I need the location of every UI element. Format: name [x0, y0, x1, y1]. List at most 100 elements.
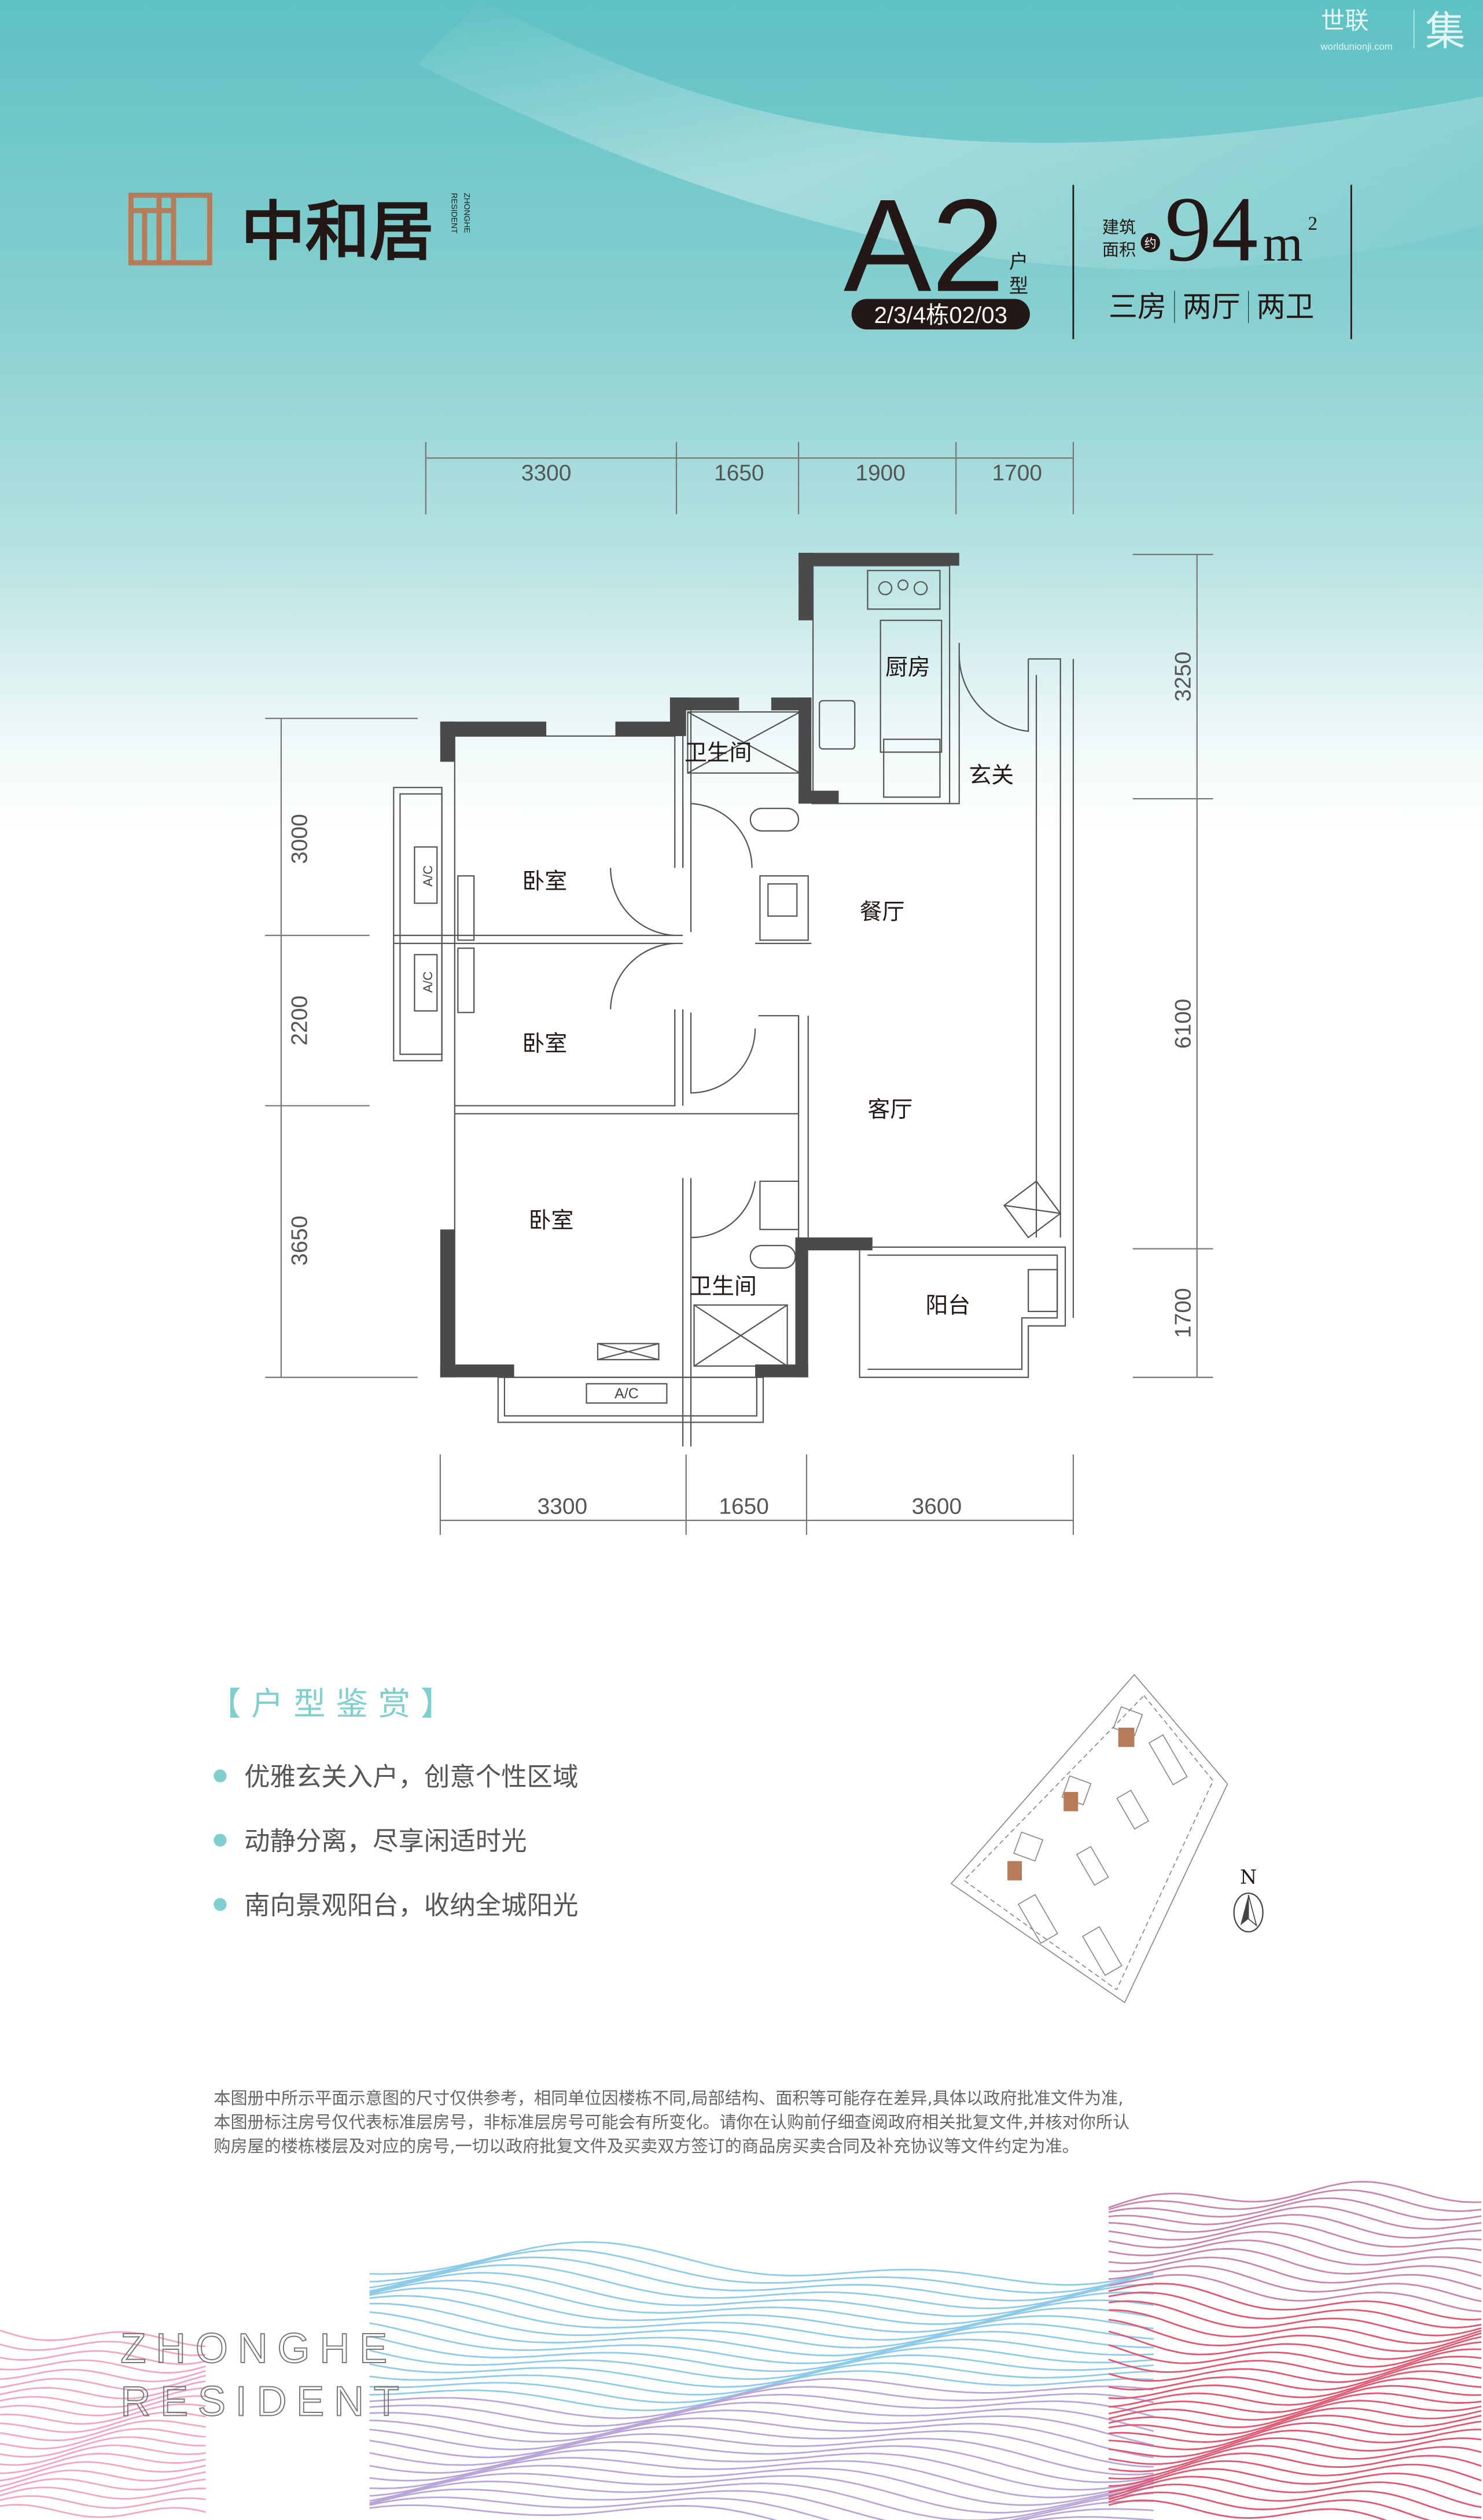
feature-item: 动静分离，尽享闲适时光	[244, 1827, 527, 1856]
wave-line	[0, 2461, 206, 2482]
area-value: 94	[1165, 177, 1258, 281]
wave-line	[369, 2295, 1154, 2341]
wave-line	[369, 2338, 1154, 2380]
room-label-kitchen: 厨房	[885, 655, 930, 681]
room-label-bedroom: 卧室	[522, 869, 567, 895]
project-name-en-vertical: ZHONGHE RESIDENT	[450, 193, 472, 234]
area-label-line2: 面积	[1102, 240, 1136, 260]
dim-label: 3300	[538, 1494, 587, 1519]
wave-line	[1108, 2407, 1482, 2435]
wave-line	[0, 2350, 206, 2365]
wave-line	[1108, 2363, 1482, 2391]
wave-line	[1108, 2300, 1482, 2337]
wave-line	[1108, 2348, 1482, 2376]
wave-line	[0, 2368, 206, 2383]
footer-name-line2: RESIDENT	[120, 2379, 409, 2425]
dim-label: 3650	[287, 1215, 312, 1265]
wave-line	[1108, 2274, 1482, 2312]
wave-line	[1108, 2499, 1388, 2520]
wave-line	[1108, 2484, 1482, 2519]
wave-line	[0, 2436, 206, 2458]
area-unit: m	[1263, 215, 1303, 272]
wave-line	[1108, 2256, 1482, 2290]
wave-line	[1108, 2330, 1482, 2360]
wave-line	[1108, 2265, 1482, 2302]
dimension-top: 3300 1650 1900 1700	[425, 442, 1074, 515]
wave-line	[1108, 2420, 1482, 2451]
wave-line	[1108, 2437, 1482, 2465]
room-count: 三房	[1109, 290, 1166, 324]
wave-line	[0, 2380, 206, 2400]
wave-line	[369, 2449, 1154, 2491]
wave-line	[369, 2241, 1154, 2286]
wave-line	[0, 2411, 206, 2433]
wave-line	[369, 2394, 1154, 2435]
brand-logo[interactable]: 世联 worldunionji.com 集	[1320, 6, 1466, 55]
wave-line	[0, 2486, 206, 2500]
structural-walls	[440, 553, 959, 1377]
wave-line	[0, 2504, 206, 2518]
wave-line	[1108, 2385, 1482, 2415]
wave-line	[1108, 2214, 1482, 2239]
bath-count: 两卫	[1256, 290, 1314, 324]
wave-line	[0, 2359, 206, 2374]
wave-line	[369, 2401, 1154, 2442]
wave-line	[1108, 2283, 1482, 2321]
wave-line	[1108, 2452, 1482, 2480]
wave-line	[0, 2478, 206, 2492]
dim-label: 2200	[287, 995, 312, 1045]
project-logo-icon	[128, 192, 212, 266]
wave-line	[1108, 2475, 1482, 2508]
wave-line	[1108, 2319, 1482, 2352]
wave-line	[0, 2341, 206, 2356]
dim-label: 1700	[1171, 1288, 1196, 1338]
wave-line	[1108, 2189, 1482, 2212]
wave-line	[369, 2256, 1154, 2302]
room-label-living: 客厅	[867, 1097, 912, 1123]
wave-line	[369, 2331, 1154, 2372]
ac-label: A/C	[614, 1386, 639, 1402]
room-label-dining: 餐厅	[860, 899, 905, 925]
wave-line	[369, 2302, 1154, 2349]
dim-label: 1650	[714, 461, 764, 486]
wave-line	[1108, 2197, 1482, 2221]
wave-line	[369, 2386, 1154, 2427]
wave-line	[0, 2330, 206, 2348]
bullet-icon	[214, 1898, 227, 1911]
wave-line	[369, 2346, 1154, 2388]
hall-count: 两厅	[1183, 290, 1241, 324]
wave-line	[0, 2452, 206, 2474]
unit-code: A2	[844, 172, 1005, 319]
disclaimer-line: 本图册标注房号仅代表标准层房号，非标准层房号可能会有所变化。请你在认购前仔细查阅…	[214, 2112, 1129, 2132]
room-label-bathroom: 卫生间	[689, 1273, 757, 1299]
background-streak	[417, 0, 1483, 270]
wave-line	[369, 2311, 1154, 2357]
dimension-bottom: 3300 1650 3600	[439, 1454, 1074, 1535]
wave-line	[0, 2495, 206, 2509]
wave-line	[0, 2387, 206, 2408]
project-name-en-line1: ZHONGHE	[462, 193, 472, 233]
floor-plan: 厨房 玄关 卫生间 卧室 餐厅 卧室 客厅 卧室 卫生间 阳台 A/C A/C …	[393, 553, 1074, 1447]
footer-name-line1: ZHONGHE	[120, 2326, 397, 2372]
bullet-icon	[214, 1834, 227, 1847]
area-label-line1: 建筑	[1102, 218, 1136, 237]
wave-line	[1108, 2468, 1482, 2496]
project-name-en-line2: RESIDENT	[450, 193, 459, 234]
unit-type-char2: 型	[1009, 274, 1028, 297]
wave-line	[369, 2473, 1154, 2514]
dim-label: 1650	[719, 1494, 768, 1519]
buildings-label: 2/3/4栋02/03	[874, 302, 1008, 328]
brand-mark: 集	[1425, 9, 1465, 55]
wave-line	[369, 2425, 1154, 2468]
wave-line	[1108, 2445, 1482, 2473]
wave-line	[369, 2480, 1154, 2520]
dim-label: 3000	[287, 814, 312, 864]
wave-line	[0, 2469, 206, 2488]
brand-name: 世联	[1321, 6, 1369, 35]
room-label-bathroom: 卫生间	[685, 740, 752, 766]
buildings-pill	[851, 299, 1030, 330]
wave-line	[369, 2272, 1154, 2317]
